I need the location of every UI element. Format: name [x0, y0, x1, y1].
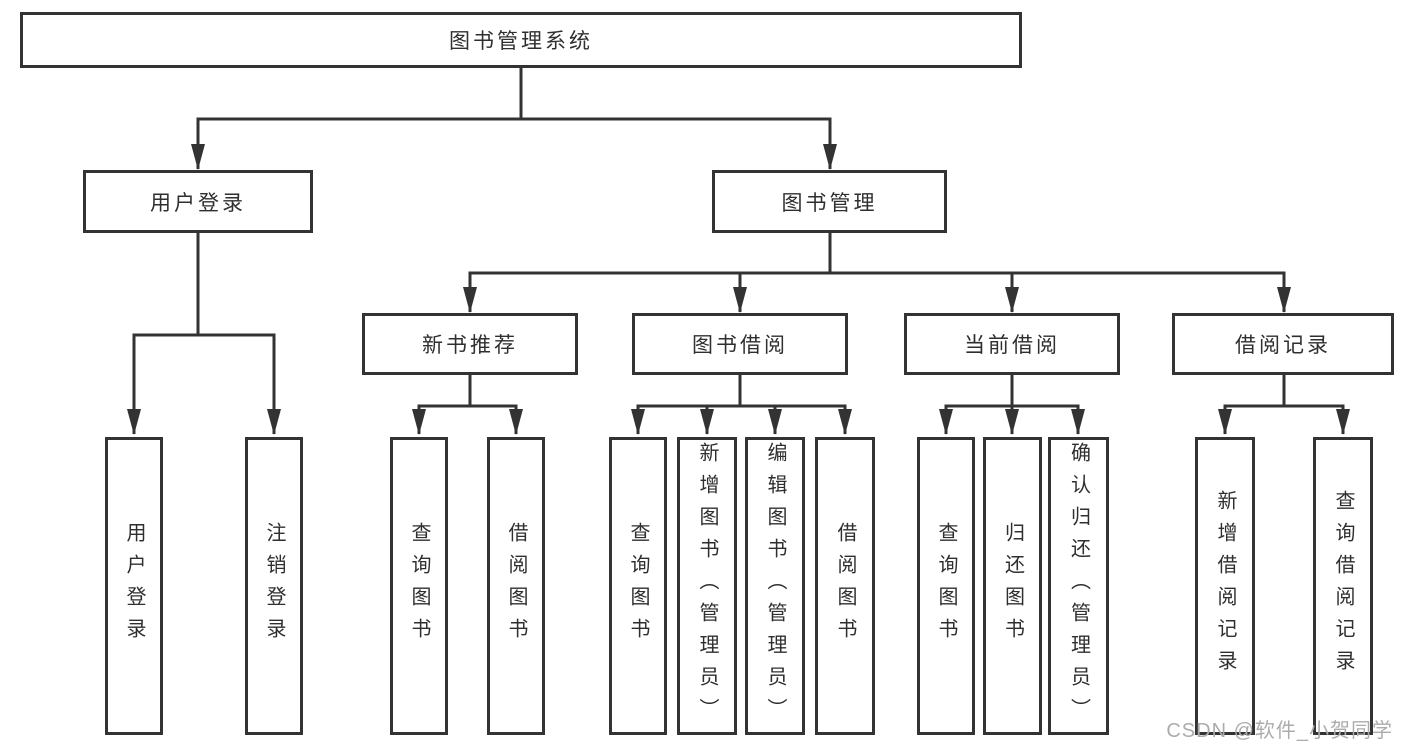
node-current-borrowing-label: 当前借阅	[964, 334, 1060, 357]
leaf-query-books-borrow-label: 查询图书	[627, 522, 649, 650]
leaf-borrow-books-recommend-label: 借阅图书	[505, 522, 527, 650]
node-book-management-label: 图书管理	[781, 191, 878, 215]
node-current-borrowing: 当前借阅	[904, 313, 1120, 375]
leaf-logout: 注销登录	[245, 437, 303, 735]
leaf-query-borrow-record-label: 查询借阅记录	[1332, 490, 1354, 682]
node-borrowing-records: 借阅记录	[1172, 313, 1394, 375]
leaf-borrow-books-recommend: 借阅图书	[487, 437, 545, 735]
watermark: CSDN @软件_小贺同学	[1166, 720, 1393, 742]
leaf-query-books-current-label: 查询图书	[935, 522, 957, 650]
leaf-edit-book-admin: 编辑图书（管理员）	[745, 437, 805, 735]
leaf-edit-book-admin-label: 编辑图书（管理员）	[764, 442, 786, 730]
node-new-book-recommendation: 新书推荐	[362, 313, 578, 375]
node-root: 图书管理系统	[20, 12, 1022, 68]
leaf-query-books-current: 查询图书	[917, 437, 975, 735]
node-user-login-label: 用户登录	[150, 191, 246, 215]
node-borrowing-records-label: 借阅记录	[1235, 334, 1331, 357]
leaf-user-login-label: 用户登录	[123, 522, 145, 650]
node-book-borrowing: 图书借阅	[632, 313, 848, 375]
leaf-borrow-books-borrow: 借阅图书	[815, 437, 875, 735]
leaf-return-books: 归还图书	[983, 437, 1042, 735]
leaf-query-books-recommend-label: 查询图书	[408, 522, 430, 650]
node-book-management: 图书管理	[712, 170, 947, 233]
leaf-add-book-admin-label: 新增图书（管理员）	[696, 442, 718, 730]
node-book-borrowing-label: 图书借阅	[692, 334, 788, 357]
leaf-add-borrow-record-label: 新增借阅记录	[1214, 490, 1236, 682]
node-user-login: 用户登录	[83, 170, 313, 233]
leaf-confirm-return-admin: 确认归还（管理员）	[1048, 437, 1109, 735]
leaf-borrow-books-borrow-label: 借阅图书	[834, 522, 856, 650]
leaf-logout-label: 注销登录	[263, 522, 285, 650]
leaf-query-books-recommend: 查询图书	[390, 437, 448, 735]
leaf-confirm-return-admin-label: 确认归还（管理员）	[1067, 442, 1090, 730]
leaf-add-book-admin: 新增图书（管理员）	[677, 437, 737, 735]
leaf-user-login: 用户登录	[105, 437, 163, 735]
leaf-return-books-label: 归还图书	[1001, 522, 1024, 650]
leaf-query-borrow-record: 查询借阅记录	[1313, 437, 1373, 735]
node-root-label: 图书管理系统	[449, 30, 593, 53]
leaf-add-borrow-record: 新增借阅记录	[1195, 437, 1255, 735]
node-new-book-recommendation-label: 新书推荐	[422, 334, 518, 357]
leaf-query-books-borrow: 查询图书	[609, 437, 667, 735]
